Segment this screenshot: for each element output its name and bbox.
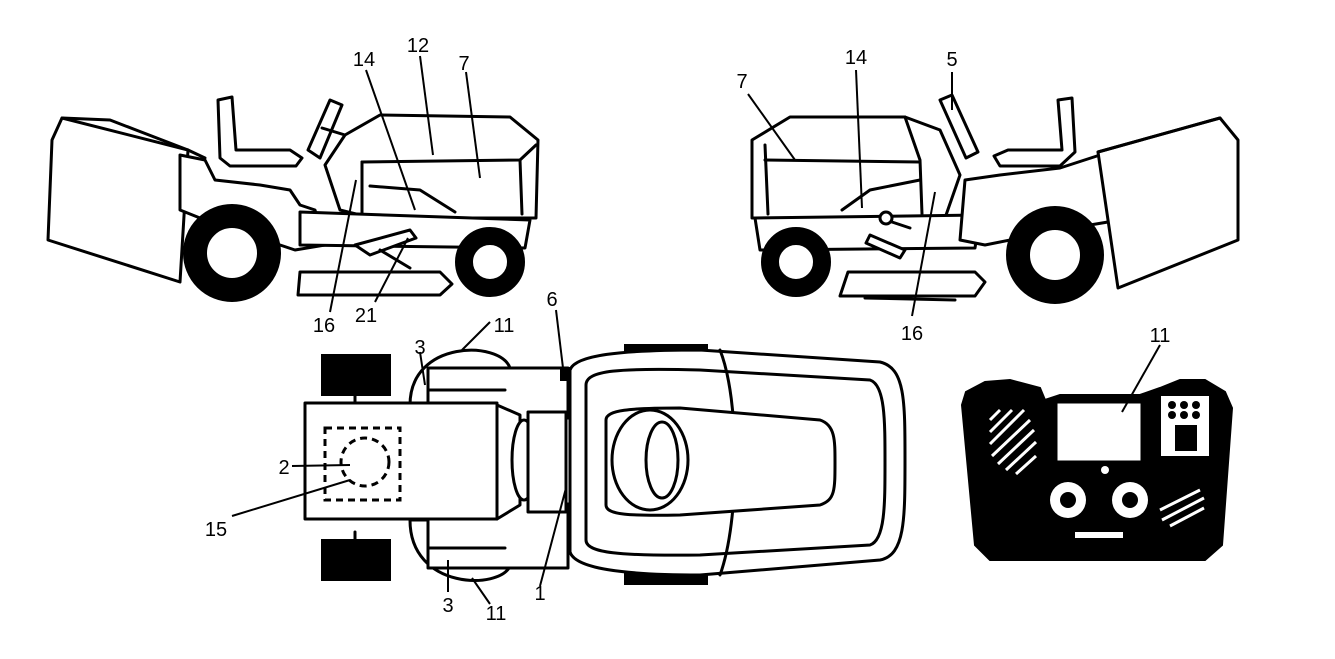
callout-2-top: 2 [278, 457, 289, 479]
callout-21-left: 21 [355, 305, 377, 327]
callout-16-right: 16 [901, 323, 923, 345]
callout-6-top: 6 [546, 289, 557, 311]
callout-14-left: 14 [353, 49, 375, 71]
tractor-top-view [303, 344, 907, 585]
dash-panel-view [960, 378, 1234, 561]
tractor-left-side-view [46, 95, 540, 302]
callout-14-right: 14 [845, 47, 867, 69]
callout-11-panel: 11 [1150, 325, 1171, 347]
callout-3-bottom: 3 [442, 595, 453, 617]
callout-16-left: 16 [313, 315, 335, 337]
callout-3-top: 3 [414, 337, 425, 359]
callout-7-left: 7 [458, 53, 469, 75]
callout-1-top: 1 [534, 583, 545, 605]
callout-12-left: 12 [407, 35, 429, 57]
tractor-right-side-view [750, 93, 1240, 304]
callout-7-right: 7 [736, 71, 747, 93]
callout-11-bottom: 11 [486, 603, 507, 625]
callout-15-top: 15 [205, 519, 227, 541]
callout-11-top: 11 [494, 315, 515, 337]
callout-5-right: 5 [946, 49, 957, 71]
